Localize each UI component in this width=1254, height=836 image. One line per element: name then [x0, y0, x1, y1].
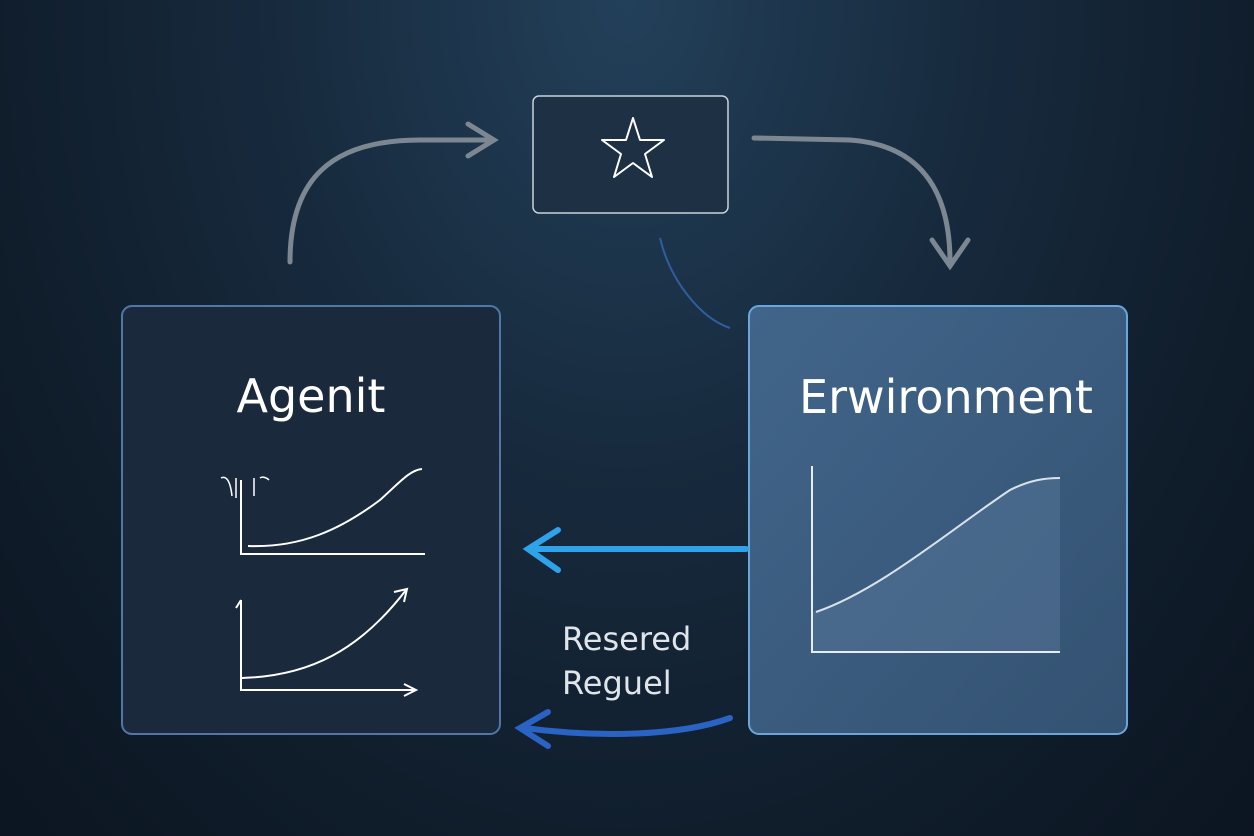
agent-title: Agenit [237, 369, 386, 423]
agent-box: Agenit [121, 305, 501, 735]
reward-box [532, 95, 729, 214]
observation-arrow [522, 527, 749, 573]
arrow-label-line2: Reguel [562, 664, 672, 702]
environment-box: Erwironment [748, 305, 1128, 735]
environment-chart [811, 466, 1061, 653]
agent-chart-bottom [235, 587, 419, 697]
star-icon [601, 117, 665, 178]
agent-chart-top [220, 468, 425, 555]
environment-title: Erwironment [799, 370, 1093, 424]
arrow-label-line1: Resered [562, 620, 691, 658]
feedback-curve [659, 237, 731, 329]
state-flow-arrow [751, 135, 971, 271]
action-flow-arrow [287, 121, 499, 265]
reward-arrow [514, 709, 733, 749]
